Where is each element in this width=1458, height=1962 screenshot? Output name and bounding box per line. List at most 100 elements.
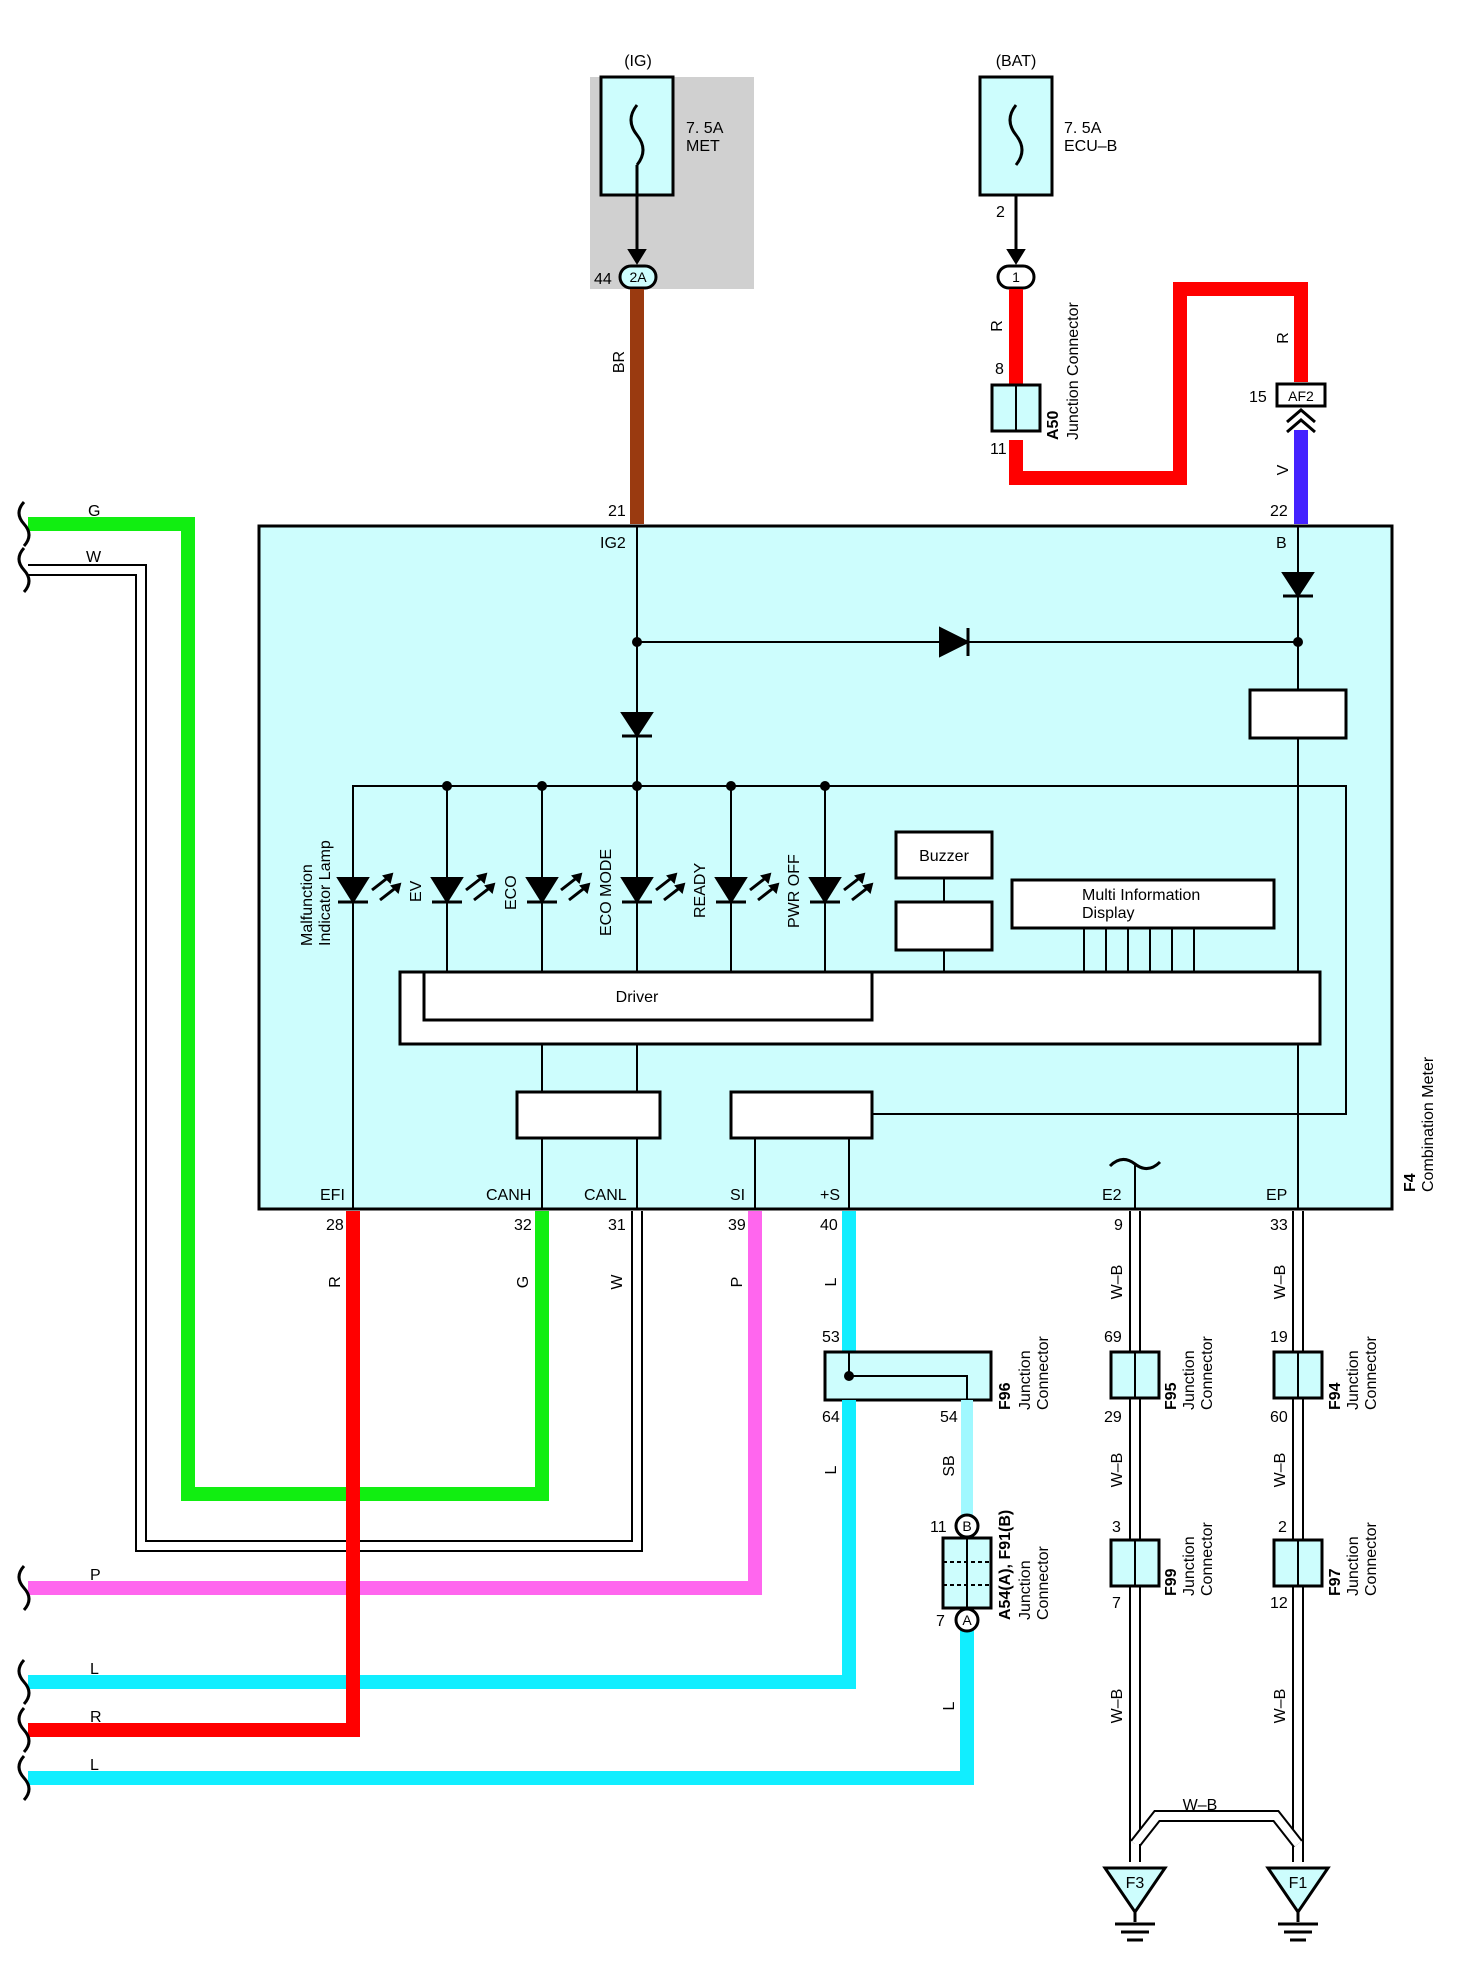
svg-text:W–B: W–B [1109, 1265, 1126, 1300]
svg-text:R: R [327, 1276, 344, 1288]
svg-text:Junction: Junction [1017, 1560, 1034, 1620]
term-canl: CANL [584, 1187, 627, 1204]
wire-g [28, 517, 549, 1501]
met-fuse-name: MET [686, 138, 720, 155]
f94-id: F94 [1327, 1382, 1344, 1410]
led-malfunction-indicator-lamp [336, 872, 402, 904]
lamp-ready-label: READY [692, 863, 709, 918]
a50-name: Junction Connector [1065, 301, 1082, 440]
lamp-mil-label-1: Malfunction [299, 864, 316, 946]
svg-text:AF2: AF2 [1288, 388, 1314, 404]
ground-f3: F3 [1102, 1866, 1168, 1942]
svg-text:Connector: Connector [1363, 1336, 1380, 1410]
svg-text:B: B [962, 1518, 971, 1534]
pin-12: 12 [1270, 1595, 1288, 1612]
pin-32: 32 [514, 1217, 532, 1234]
ecu-fuse-element-icon [1008, 104, 1024, 166]
svg-text:Junction: Junction [1181, 1536, 1198, 1596]
term-s: +S [820, 1187, 840, 1204]
lamp-pwr-off-label: PWR OFF [786, 854, 803, 928]
pin-22: 22 [1270, 503, 1288, 520]
pin-60: 60 [1270, 1409, 1288, 1426]
svg-text:R: R [1275, 332, 1292, 344]
pin-29: 29 [1104, 1409, 1122, 1426]
pin-54: 54 [940, 1409, 958, 1426]
term-efi: EFI [320, 1187, 345, 1204]
pin-69: 69 [1104, 1329, 1122, 1346]
svg-text:L: L [941, 1701, 958, 1710]
pin-53: 53 [822, 1329, 840, 1346]
f96-id: F96 [997, 1382, 1014, 1410]
ground-triangle-icon [1102, 1866, 1168, 1915]
svg-text:Connector: Connector [1035, 1336, 1052, 1410]
led-eco [525, 786, 591, 972]
lamp-eco-label: ECO [503, 875, 520, 910]
wave-break-icon [1108, 1158, 1162, 1170]
pin-7-a54: 7 [936, 1613, 945, 1630]
svg-text:R: R [989, 320, 1006, 332]
wire-r-loop [1009, 282, 1308, 485]
connector-1 [996, 264, 1036, 290]
f95-id: F95 [1163, 1382, 1180, 1410]
pin-21: 21 [608, 503, 626, 520]
svg-text:W–B: W–B [1109, 1689, 1126, 1724]
pin-40: 40 [820, 1217, 838, 1234]
pin-11: 11 [990, 441, 1007, 458]
wire-g-label: G [88, 503, 100, 520]
term-si: SI [730, 1187, 745, 1204]
wire-l-1-label: L [90, 1661, 99, 1678]
connector-2A [618, 264, 658, 290]
pin-2-f97: 2 [1278, 1519, 1287, 1536]
met-fuse-element-icon [629, 104, 645, 166]
svg-text:A: A [962, 1612, 972, 1628]
led-ready [714, 786, 780, 972]
svg-text:W–B: W–B [1109, 1453, 1126, 1488]
svg-text:V: V [1275, 464, 1292, 475]
lamp-ev-label: EV [408, 880, 425, 902]
pin-15: 15 [1249, 389, 1267, 406]
wire-l-2-label: L [90, 1757, 99, 1774]
pin-9: 9 [1114, 1217, 1123, 1234]
svg-text:Junction: Junction [1345, 1350, 1362, 1410]
wire-r [28, 1211, 360, 1737]
diode-icon [939, 626, 971, 658]
term-b: B [1276, 535, 1287, 552]
term-canh: CANH [486, 1187, 531, 1204]
lamp-mil-label-2: Indicator Lamp [317, 840, 334, 946]
term-ig2: IG2 [600, 535, 626, 552]
term-ep: EP [1266, 1187, 1287, 1204]
svg-text:Connector: Connector [1199, 1336, 1216, 1410]
ecu-fuse-name: ECU–B [1064, 138, 1117, 155]
meter-id: F4 [1402, 1173, 1419, 1192]
buzzer-driver [894, 900, 994, 952]
svg-text:SB: SB [941, 1455, 958, 1476]
svg-text:Multi Information: Multi Information [1082, 887, 1200, 904]
svg-text:Connector: Connector [1199, 1522, 1216, 1596]
svg-text:Driver: Driver [616, 989, 659, 1006]
ground-triangle-icon [1265, 1866, 1331, 1915]
pin-19: 19 [1270, 1329, 1288, 1346]
ig-source-label: (IG) [624, 53, 652, 70]
pin-7-f99: 7 [1112, 1595, 1121, 1612]
svg-text:W–B: W–B [1272, 1689, 1289, 1724]
wire-w [28, 566, 641, 1550]
f99-id: F99 [1163, 1568, 1180, 1596]
si-interface [729, 1090, 874, 1140]
term-e2: E2 [1102, 1187, 1122, 1204]
mid-bus-lines [1083, 928, 1195, 972]
svg-text:2A: 2A [629, 269, 647, 285]
svg-text:W: W [609, 1274, 626, 1290]
svg-text:Connector: Connector [1035, 1546, 1052, 1620]
pin-31: 31 [608, 1217, 626, 1234]
svg-text:P: P [729, 1277, 746, 1288]
pin-2: 2 [996, 204, 1005, 221]
wire-l-2 [28, 1620, 974, 1785]
driver [422, 970, 874, 1022]
pin-11-a54: 11 [930, 1519, 947, 1536]
svg-text:W–B: W–B [1272, 1265, 1289, 1300]
meter-name: Combination Meter [1420, 1056, 1437, 1192]
wire-w-label: W [86, 549, 102, 566]
diode-icon [1281, 572, 1315, 598]
svg-text:Junction: Junction [1017, 1350, 1034, 1410]
arrow-down-icon [627, 249, 647, 265]
